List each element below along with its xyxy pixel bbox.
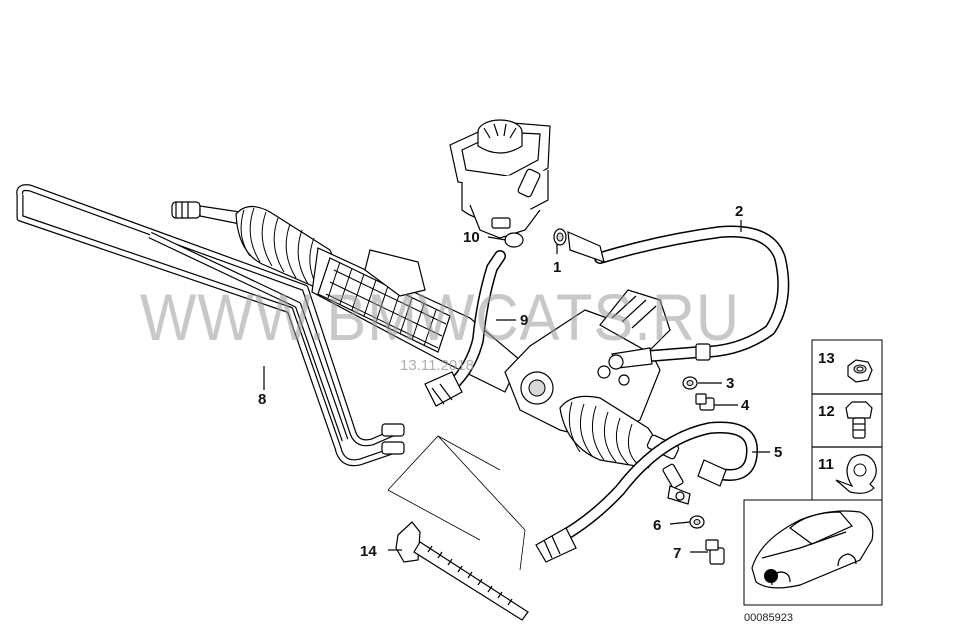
cooling-loop-pipe-8 [16, 184, 405, 467]
callout-2: 2 [735, 203, 743, 220]
pressure-hose-2 [567, 225, 790, 370]
suction-hose-9 [424, 250, 506, 407]
hose-clamp-icon [835, 454, 877, 494]
callout-1: 1 [553, 259, 561, 276]
return-hose-5 [535, 421, 758, 563]
callout-4: 4 [741, 397, 750, 414]
hex-bolt-icon [845, 401, 873, 439]
panel-label-13: 13 [818, 350, 835, 367]
callout-3: 3 [726, 375, 734, 392]
panel-label-12: 12 [818, 403, 835, 420]
banjo-bolt-7 [705, 539, 725, 565]
hex-nut-icon [847, 359, 873, 383]
callout-8: 8 [258, 391, 266, 408]
leader-lines [263, 220, 770, 553]
callout-6: 6 [653, 517, 661, 534]
diagram-id: 00085923 [744, 612, 793, 624]
callout-7: 7 [673, 545, 681, 562]
callout-9: 9 [520, 312, 528, 329]
banjo-fitting-6 [667, 485, 691, 505]
callout-5: 5 [774, 444, 782, 461]
fluid-reservoir [449, 119, 551, 239]
cable-tie-14 [395, 521, 529, 621]
callout-guide-lines [387, 435, 526, 571]
o-ring-10 [504, 232, 524, 248]
callout-14: 14 [360, 543, 377, 560]
vehicle-location-thumbnail [743, 499, 883, 606]
callout-10: 10 [463, 229, 480, 246]
fastener-panel: 13 12 11 [811, 339, 883, 501]
watermark-date: 13.11.2018 [400, 357, 474, 374]
banjo-bolt-4 [695, 393, 715, 411]
watermark-text: WWW.BMWCATS.RU [140, 280, 740, 354]
panel-label-11: 11 [818, 456, 834, 473]
location-marker-icon [764, 569, 778, 583]
